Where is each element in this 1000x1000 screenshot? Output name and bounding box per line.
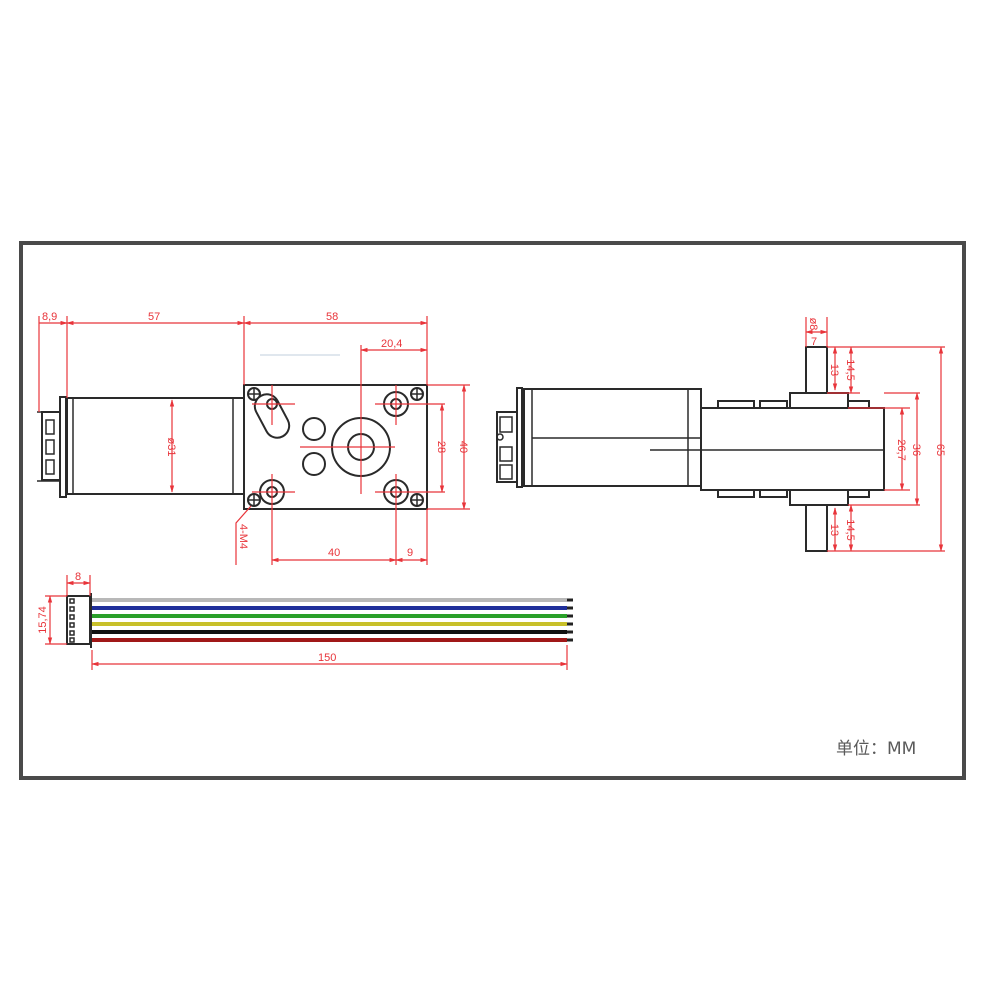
side-vertical-dimensions: 13 14,5 26,7 36 65 13 14,5	[827, 346, 946, 552]
gearbox-face	[243, 345, 445, 565]
wire-terminal-icon	[567, 606, 573, 610]
dim-bottom-shaft-length-2: 14,5	[844, 519, 856, 540]
cable-view: 8 15,74 150	[37, 571, 573, 670]
front-view: 8,9 57 58 20,4 ø31 28 40 40 9 4-M4	[37, 311, 470, 565]
dim-gearbox-height: 40	[457, 441, 469, 453]
side-view: ø8 7 13 14,5 26,7 36 65 13 14,5	[496, 317, 946, 552]
bottom-output-shaft	[805, 504, 828, 552]
dim-shaft-offset: 20,4	[381, 338, 402, 350]
drawing-frame	[19, 241, 966, 780]
centerlines	[252, 345, 445, 565]
label-mount-screws: 4-M4	[237, 524, 249, 549]
dim-hole-edge-offset: 9	[407, 547, 413, 559]
unit-label: 单位：MM	[836, 739, 917, 759]
dim-bottom-shaft-length-1: 13	[828, 524, 840, 536]
wire-terminal-icon	[567, 630, 573, 634]
dim-connector-height: 15,74	[37, 606, 49, 634]
front-bottom-dimensions: 40 9	[271, 509, 428, 565]
dim-end-cap-length: 8,9	[42, 311, 57, 323]
dim-gearbox-hub-height: 36	[910, 444, 922, 456]
dim-motor-diameter: ø31	[165, 438, 177, 457]
connector-pins	[69, 598, 75, 643]
dim-top-shaft-length-2: 14,5	[844, 359, 856, 380]
dim-cable-length: 150	[318, 652, 336, 664]
side-shaft-dimensions: ø8 7	[805, 317, 828, 348]
motor-body	[66, 397, 245, 495]
corner-screw-icon	[247, 387, 424, 507]
dim-top-shaft-length-1: 13	[828, 364, 840, 376]
front-right-dimensions: 28 40	[427, 384, 470, 510]
dim-shaft-flat: 7	[811, 336, 817, 348]
side-end-cap	[496, 387, 523, 488]
wire-terminal-icon	[567, 622, 573, 626]
cable-wires	[92, 598, 573, 642]
dim-gearbox-body-height: 26,7	[895, 439, 907, 460]
dim-overall-length: 65	[934, 444, 946, 456]
dim-hole-spacing-vertical: 28	[435, 441, 447, 453]
dim-hole-spacing-horizontal: 40	[328, 547, 340, 559]
dim-motor-length: 57	[148, 311, 160, 323]
motor-end-cap	[37, 396, 67, 498]
dim-shaft-diameter: ø8	[807, 318, 819, 331]
front-top-dimensions: 8,9 57 58 20,4	[38, 311, 428, 412]
dim-gearbox-length: 58	[326, 311, 338, 323]
wire-terminal-icon	[567, 638, 573, 642]
side-gearbox-body	[700, 392, 885, 506]
wire-terminal-icon	[567, 598, 573, 602]
wire-terminal-icon	[567, 614, 573, 618]
dim-connector-width: 8	[75, 571, 81, 583]
top-output-shaft	[805, 346, 828, 394]
